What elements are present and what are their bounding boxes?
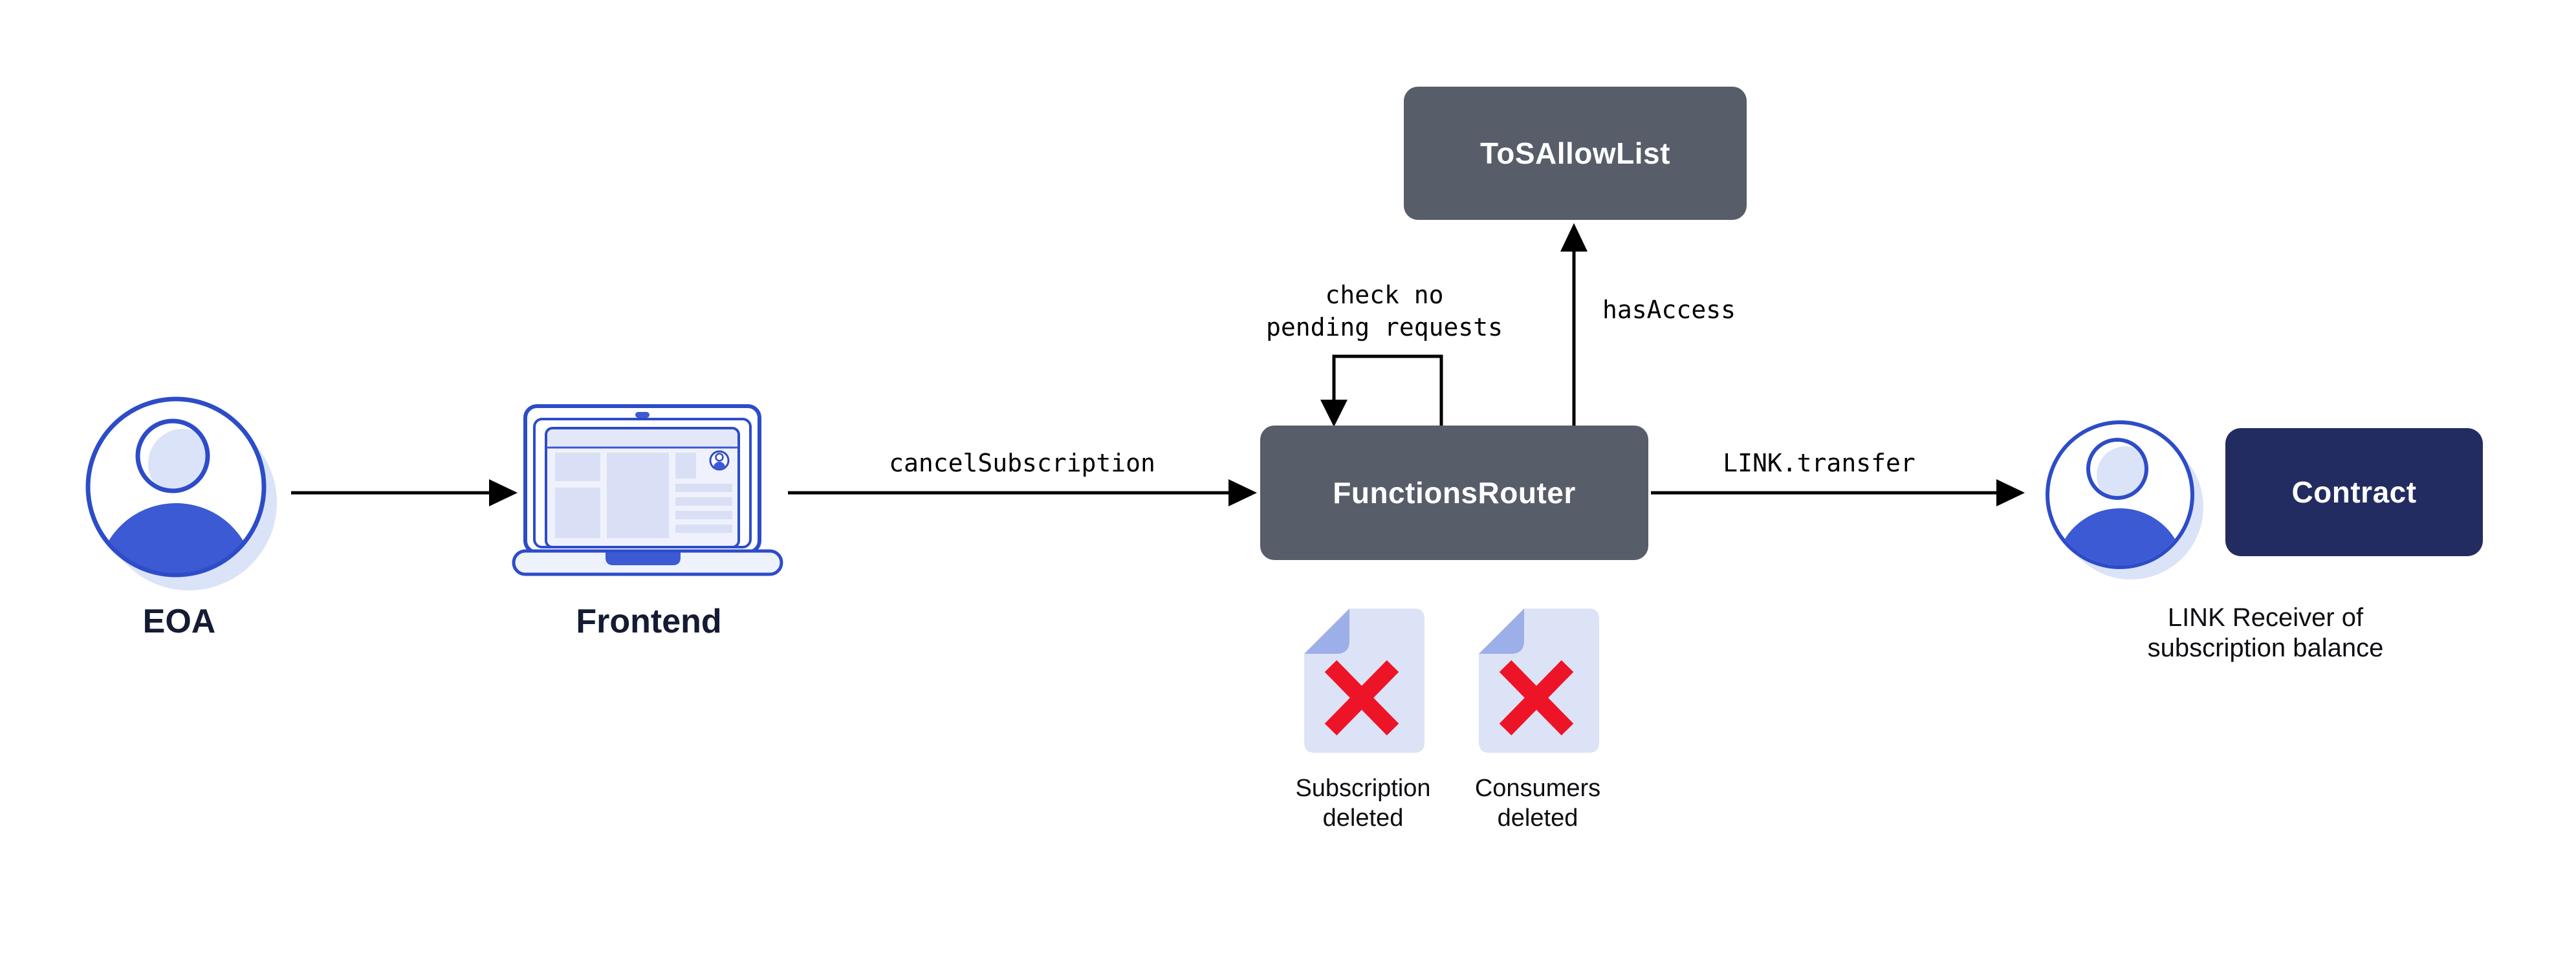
contract-node: Contract: [2225, 428, 2483, 556]
consumers-deleted-caption: Consumers deleted: [1475, 773, 1600, 833]
eoa-label: EOA: [142, 603, 216, 640]
red-x-icon: [1324, 660, 1399, 736]
has-access-edge-label: hasAccess: [1602, 296, 1736, 324]
tos-allow-list-node: ToSAllowList: [1404, 87, 1747, 220]
arrow-frontend-to-router: [788, 479, 1257, 506]
consumers-deleted-line2: deleted: [1497, 805, 1578, 832]
check-pending-line1: check no: [1325, 281, 1444, 309]
red-x-icon: [1499, 660, 1574, 736]
arrow-router-to-receiver: [1651, 479, 2025, 506]
tos-allow-list-label: ToSAllowList: [1480, 136, 1670, 170]
contract-label: Contract: [2291, 475, 2417, 509]
eoa-user-icon: [85, 396, 277, 590]
consumers-deleted-line1: Consumers: [1474, 775, 1601, 802]
check-pending-line2: pending requests: [1265, 313, 1503, 341]
arrow-eoa-to-frontend: [291, 479, 518, 506]
subscription-deleted-document-icon: [1304, 609, 1424, 753]
laptop-icon: [512, 404, 783, 576]
arrow-router-to-tosallowlist: [1560, 223, 1588, 426]
subscription-deleted-line2: deleted: [1322, 805, 1404, 832]
subscription-deleted-line1: Subscription: [1295, 775, 1431, 802]
link-receiver-caption: LINK Receiver of subscription balance: [2148, 603, 2384, 664]
link-receiver-caption-line2: subscription balance: [2147, 634, 2384, 662]
arrow-router-self-loop: [1320, 354, 1443, 427]
frontend-label: Frontend: [576, 603, 722, 640]
link-transfer-edge-label: LINK.transfer: [1723, 449, 1916, 477]
cancel-subscription-edge-label: cancelSubscription: [889, 449, 1155, 477]
receiver-user-icon: [2046, 420, 2203, 579]
laptop-avatar-icon: [709, 450, 730, 471]
check-pending-requests-edge-label: check no pending requests: [1266, 279, 1503, 343]
consumers-deleted-document-icon: [1479, 609, 1599, 753]
subscription-deleted-caption: Subscription deleted: [1295, 773, 1430, 833]
functions-router-label: FunctionsRouter: [1333, 476, 1576, 510]
link-receiver-caption-line1: LINK Receiver of: [2167, 603, 2364, 632]
laptop-wireframe-blocks: [555, 453, 732, 538]
functions-router-node: FunctionsRouter: [1260, 426, 1648, 560]
